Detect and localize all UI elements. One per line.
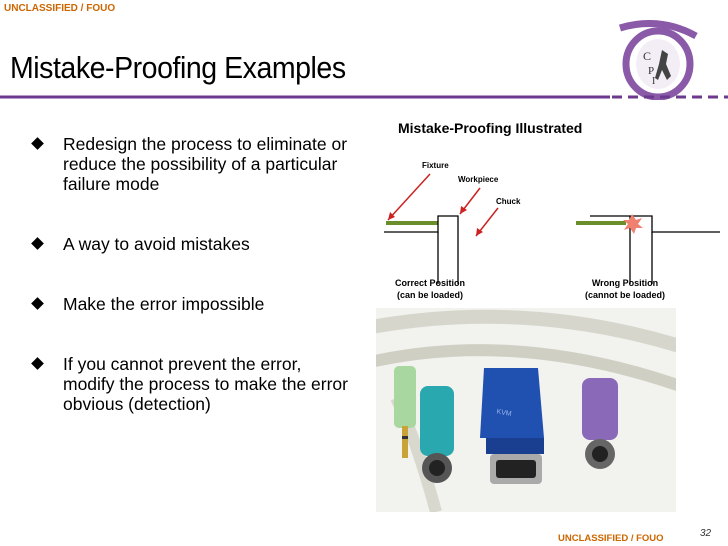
svg-text:I: I — [652, 76, 655, 87]
bullet-item: Redesign the process to eliminate or red… — [30, 134, 350, 194]
fixture-wrong — [590, 215, 720, 233]
collision-burst-icon — [623, 214, 643, 234]
bullet-item: A way to avoid mistakes — [30, 234, 350, 254]
svg-text:C: C — [643, 49, 651, 63]
bullet-list: Redesign the process to eliminate or red… — [30, 134, 350, 454]
ps2-connector-purple — [582, 378, 618, 440]
bullet-text: Make the error impossible — [63, 294, 265, 314]
bullet-item: If you cannot prevent the error, modify … — [30, 354, 350, 414]
diamond-bullet-icon — [31, 137, 44, 150]
classification-bottom: UNCLASSIFIED / FOUO — [558, 533, 664, 544]
mistake-proofing-diagram: Fixture Workpiece Chuck Correct Position… — [380, 150, 725, 300]
audio-plug — [394, 366, 416, 428]
diamond-bullet-icon — [31, 357, 44, 370]
svg-text:KVM: KVM — [496, 408, 512, 418]
title-divider — [0, 95, 728, 99]
diagram-title: Mistake-Proofing Illustrated — [398, 120, 583, 136]
diamond-bullet-icon — [31, 237, 44, 250]
bullet-text: A way to avoid mistakes — [63, 234, 250, 254]
fixture-correct — [384, 215, 459, 284]
caption-correct-line1: Correct Position — [394, 278, 465, 288]
diamond-bullet-icon — [31, 297, 44, 310]
vga-connector — [480, 368, 544, 438]
caption-wrong: Wrong Position (cannot be loaded) — [570, 277, 680, 301]
ps2-connector-teal — [420, 386, 454, 456]
classification-top: UNCLASSIFIED / FOUO — [4, 3, 116, 14]
caption-wrong-line2: (cannot be loaded) — [584, 290, 665, 300]
bullet-text: Redesign the process to eliminate or red… — [63, 134, 348, 194]
caption-correct: Correct Position (can be loaded) — [380, 277, 480, 301]
bullet-text: If you cannot prevent the error, modify … — [63, 354, 348, 414]
connector-cables-photo: KVM — [376, 308, 676, 512]
caption-correct-line2: (can be loaded) — [396, 290, 463, 300]
bullet-item: Make the error impossible — [30, 294, 350, 314]
label-chuck: Chuck — [496, 197, 521, 206]
page-number: 32 — [700, 528, 712, 539]
caption-wrong-line1: Wrong Position — [591, 278, 659, 288]
page-title: Mistake-Proofing Examples — [10, 50, 346, 85]
label-fixture: Fixture — [422, 161, 449, 170]
label-workpiece: Workpiece — [458, 175, 499, 184]
diagram-drawing — [384, 173, 720, 284]
svg-text:P: P — [648, 65, 654, 77]
ci-logo-emblem-icon: C P I — [618, 20, 698, 100]
arrow-fixture — [387, 173, 431, 221]
